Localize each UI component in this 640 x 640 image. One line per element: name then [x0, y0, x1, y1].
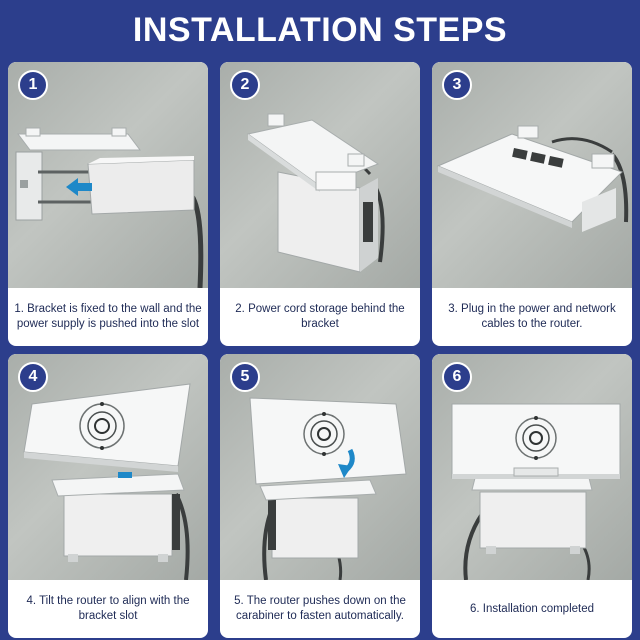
page-title: INSTALLATION STEPS: [132, 11, 508, 49]
step-illustration-4: [23, 383, 191, 580]
step-photo-5: 5: [220, 354, 420, 580]
arrow-left-icon: [66, 178, 92, 196]
step-number-badge-1: 1: [18, 70, 48, 100]
step-caption-4: 4. Tilt the router to align with the bra…: [26, 595, 190, 622]
step-photo-3: 3: [432, 62, 632, 288]
step-illustration-6: [451, 403, 621, 580]
step-card-4: 4 4. Tilt the router to align with the b…: [8, 354, 208, 638]
step-caption-6: 6. Installation completed: [469, 602, 595, 615]
step-number-badge-2: 2: [230, 70, 260, 100]
step-illustration-5: [249, 397, 407, 580]
step-illustration-1: [15, 127, 204, 288]
step-photo-2: 2: [220, 62, 420, 288]
step-card-3: 3 3. Plug in the power and network cable…: [432, 62, 632, 346]
step-caption-2: 2. Power cord storage behind the bracket: [235, 303, 405, 330]
step-number-badge-4: 4: [18, 362, 48, 392]
step-number-badge-3: 3: [442, 70, 472, 100]
step-card-1: 1 1. Bracket is fixed to the wall and th…: [8, 62, 208, 346]
step-caption-3: 3. Plug in the power and network cables …: [448, 303, 616, 330]
step-number-badge-6: 6: [442, 362, 472, 392]
step-card-5: 5 5. The router pushes down on the carab…: [220, 354, 420, 638]
step-photo-4: 4: [8, 354, 208, 580]
arrow-down-icon: [338, 464, 352, 478]
step-illustration-3: [436, 125, 629, 232]
step-caption-5: 5. The router pushes down on the carabin…: [234, 595, 406, 622]
step-photo-1: 1: [8, 62, 208, 288]
step-caption-1: 1. Bracket is fixed to the wall and the …: [14, 303, 202, 330]
step-number-badge-5: 5: [230, 362, 260, 392]
step-card-2: 2 2. Power cord storage behind the brack…: [220, 62, 420, 346]
step-card-6: 6 6. Installation completed: [432, 354, 632, 638]
step-illustration-2: [246, 113, 385, 273]
step-photo-6: 6: [432, 354, 632, 580]
